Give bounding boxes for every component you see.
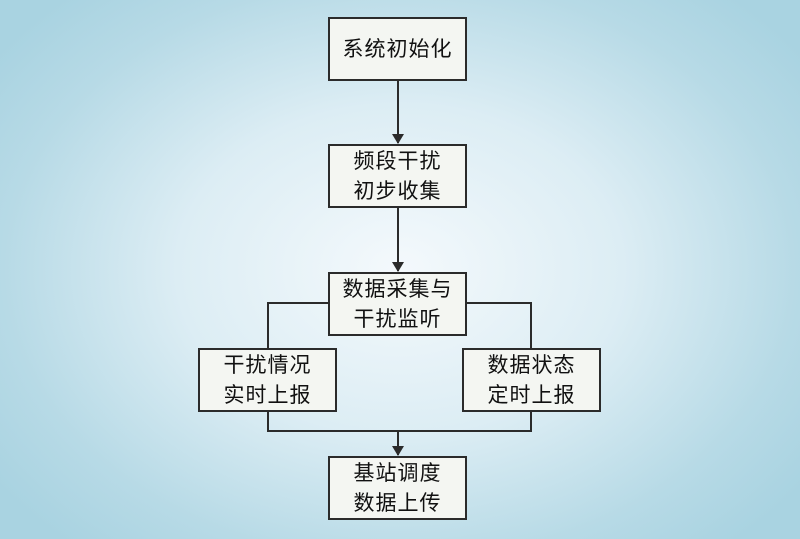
connector-interference-report-down bbox=[267, 411, 532, 432]
node-band-interference-collect-line-2: 初步收集 bbox=[353, 179, 442, 203]
node-base-station-upload-line-1: 基站调度 bbox=[353, 461, 442, 485]
node-interference-realtime-report-line-2: 实时上报 bbox=[223, 383, 312, 407]
node-data-status-scheduled-report: 数据状态 定时上报 bbox=[462, 348, 601, 412]
node-base-station-upload-line-2: 数据上传 bbox=[353, 491, 442, 515]
node-data-collect-monitor-line-1: 数据采集与 bbox=[342, 277, 453, 301]
node-band-interference-collect-line-1: 频段干扰 bbox=[353, 149, 442, 173]
node-system-init: 系统初始化 bbox=[328, 17, 467, 81]
connector-monitor-to-status-report bbox=[467, 302, 532, 348]
node-data-status-scheduled-report-line-1: 数据状态 bbox=[487, 353, 576, 377]
connector-monitor-to-interference-report bbox=[267, 302, 329, 348]
node-data-collect-monitor: 数据采集与 干扰监听 bbox=[328, 272, 467, 336]
node-base-station-upload: 基站调度 数据上传 bbox=[328, 456, 467, 520]
node-data-collect-monitor-line-2: 干扰监听 bbox=[353, 307, 442, 331]
node-data-status-scheduled-report-line-2: 定时上报 bbox=[487, 383, 576, 407]
node-interference-realtime-report-line-1: 干扰情况 bbox=[223, 353, 312, 377]
node-system-init-line-1: 系统初始化 bbox=[342, 37, 453, 61]
node-interference-realtime-report: 干扰情况 实时上报 bbox=[198, 348, 337, 412]
node-band-interference-collect: 频段干扰 初步收集 bbox=[328, 144, 467, 208]
